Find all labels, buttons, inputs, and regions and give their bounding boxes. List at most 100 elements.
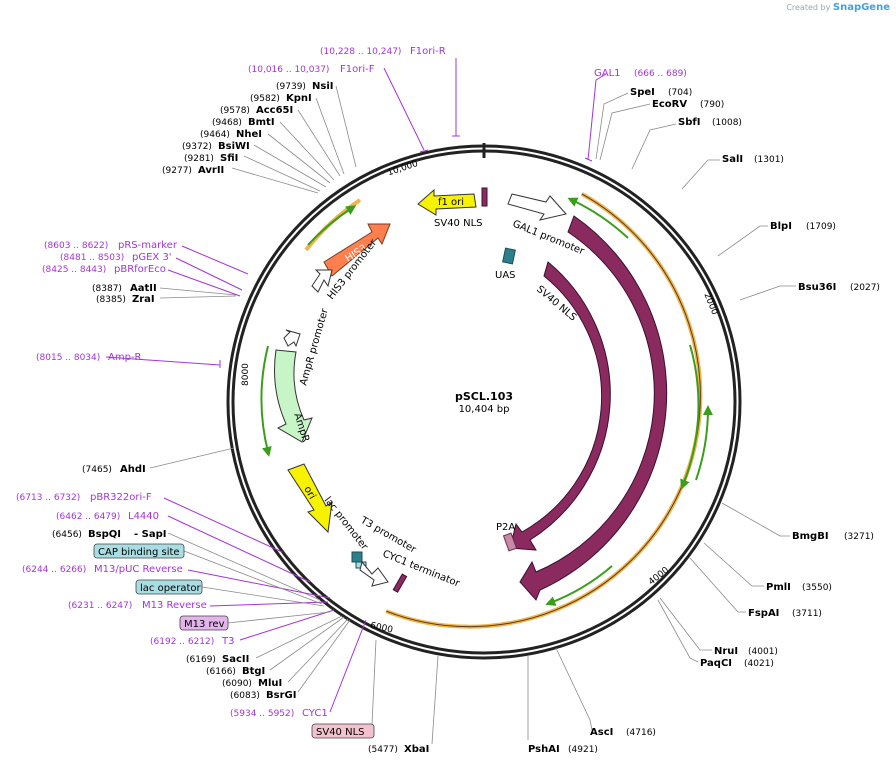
site-sfii-name: SfiI	[220, 153, 238, 164]
site-ecorv-name: EcoRV	[652, 99, 687, 110]
site-leader-lines	[149, 85, 796, 745]
site-sali-name: SalI	[722, 154, 743, 165]
site-nsii-name: NsiI	[312, 81, 333, 92]
boxed-leader-lines	[183, 550, 377, 725]
primer-l4440-name: L4440	[128, 511, 159, 522]
m13-rev-label: M13 rev	[184, 619, 225, 630]
cap-binding-label: CAP binding site	[98, 547, 180, 558]
leader-bsiwi	[253, 144, 327, 188]
leader-bmti	[279, 121, 335, 181]
primer-pbr322-name: pBR322ori-F	[90, 492, 152, 503]
site-pmli-pos: (3550)	[802, 583, 832, 593]
site-labels-left: (5477) XbaI (6083) BsrGI (6090) MluI (61…	[52, 81, 429, 755]
ori-feature	[287, 463, 333, 534]
leader-sv40-nls	[371, 639, 377, 725]
site-bsiwi-name: BsiWI	[218, 141, 250, 152]
primer-prs-range: (8603 .. 8622)	[44, 241, 108, 251]
site-mlui-name: MluI	[258, 678, 282, 689]
primer-ampr-name: Amp-R	[108, 352, 142, 363]
brand-name: SnapGene	[832, 2, 890, 13]
site-bsu36i-pos: (2027)	[850, 283, 880, 293]
site-ahdi-name: AhdI	[120, 464, 146, 475]
primer-lines	[105, 58, 607, 713]
f1-ori-label: f1 ori	[438, 197, 464, 208]
leader-sali	[681, 159, 720, 190]
primer-cyc1-name: CYC1	[302, 708, 328, 719]
leader-acc65i	[297, 109, 341, 177]
leader-fspai	[689, 557, 746, 613]
site-asci-name: AscI	[590, 727, 613, 738]
primer-m13rev-range: (6231 .. 6247)	[68, 601, 132, 611]
primer-f1ori-r-name: F1ori-R	[410, 46, 446, 57]
primer-f1ori-r-range: (10,228 .. 10,247)	[320, 47, 401, 57]
leader-asci	[555, 647, 593, 731]
leader-nrui	[659, 597, 712, 651]
primer-f1ori-f-range: (10,016 .. 10,037)	[248, 65, 329, 75]
f1-ori-feature	[417, 188, 477, 216]
leader-sacii	[255, 615, 343, 659]
primer-line-prs	[181, 245, 249, 275]
leader-m13rev	[227, 611, 331, 624]
primer-t3-range: (6192 .. 6212)	[150, 637, 214, 647]
leader-mlui	[287, 618, 349, 683]
site-blpi-pos: (1709)	[806, 222, 836, 232]
primer-line-pgex	[175, 257, 243, 291]
primer-gal1-name: GAL1	[594, 68, 621, 79]
site-bmti-pos: (9468)	[212, 118, 242, 128]
lac-operator-label: lac operator	[140, 583, 201, 594]
ampr-promoter-label: AmpR promoter	[298, 307, 331, 387]
orf-arrow-4	[545, 565, 613, 606]
site-sbfi-pos: (1008)	[712, 118, 742, 128]
site-blpi-name: BlpI	[770, 221, 792, 232]
orf-arrow-1	[567, 197, 629, 239]
site-bspqi-name: BspQI	[88, 529, 121, 540]
orf-arrow-5	[260, 345, 272, 457]
primer-t3-name: T3	[221, 636, 234, 647]
plasmid-name: pSCL.103	[455, 390, 513, 403]
primer-line-f1ori-f	[383, 67, 425, 151]
leader-nhei	[267, 133, 331, 184]
site-bsu36i-name: Bsu36I	[798, 282, 836, 293]
ampr-feature	[274, 349, 313, 443]
sv40-nls-top-feature	[481, 187, 488, 207]
site-pshai-name: PshAI	[528, 744, 560, 755]
site-zrai-name: ZraI	[132, 294, 155, 305]
leader-aatii	[159, 287, 237, 296]
site-bmgbi-name: BmgBI	[792, 531, 829, 542]
primer-pbrforeco-name: pBRforEco	[114, 264, 166, 275]
boxed-labels: CAP binding site lac operator M13 rev SV…	[93, 543, 375, 739]
primer-m13puc-name: M13/pUC Reverse	[94, 564, 183, 575]
site-kpni-name: KpnI	[286, 93, 312, 104]
leader-btgi	[269, 616, 345, 671]
his3-promoter-feature	[311, 269, 333, 293]
primer-line-m13puc	[187, 569, 331, 599]
leader-bspqi	[167, 532, 321, 601]
tick-4000: 4000	[647, 565, 671, 587]
site-acc65i-name: Acc65I	[256, 105, 293, 116]
site-ecorv-pos: (790)	[700, 100, 724, 110]
p2a-feature	[502, 532, 518, 552]
cyc1-terminator-feature	[359, 560, 389, 587]
primer-mark-gal1	[584, 157, 593, 162]
site-ahdi-pos: (7465)	[82, 465, 112, 475]
site-nsii-pos: (9739)	[276, 82, 306, 92]
primer-pbr322-range: (6713 .. 6732)	[16, 493, 80, 503]
uas-feature	[502, 247, 516, 265]
orf-arrow-3	[695, 405, 713, 481]
primer-cyc1-range: (5934 .. 5952)	[230, 709, 294, 719]
gal1-promoter-feature	[507, 193, 567, 221]
primer-mark-f1ori-f	[419, 149, 429, 153]
site-pshai-pos: (4921)	[568, 745, 598, 755]
leader-nsii	[335, 85, 357, 168]
site-zrai-pos: (8385)	[96, 295, 126, 305]
leader-ecorv	[599, 103, 651, 161]
primer-line-t3	[239, 609, 335, 641]
site-sali-pos: (1301)	[754, 155, 784, 165]
cas9-inner-label: Cas9	[629, 404, 644, 430]
m13-rev-box	[179, 615, 229, 631]
cas9-outer-label: Cas9	[674, 401, 689, 427]
lac-operator-box	[135, 579, 203, 595]
site-bmti-name: BmtI	[248, 117, 275, 128]
site-asci-pos: (4716)	[626, 728, 656, 738]
